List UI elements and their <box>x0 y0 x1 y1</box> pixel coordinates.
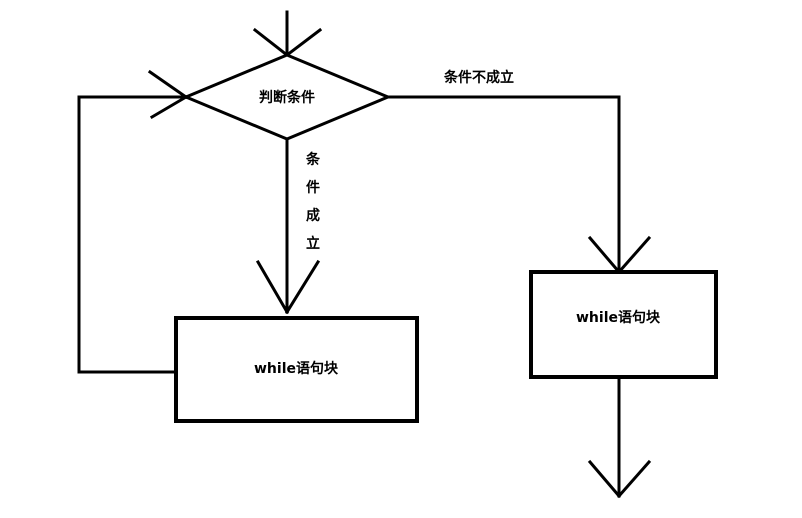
loop-body-label: while语句块 <box>254 360 339 377</box>
loop-back-arrow <box>77 69 189 374</box>
decision-label: 判断条件 <box>259 89 315 106</box>
exit-arrow <box>587 377 652 499</box>
svg-text:立: 立 <box>306 235 320 252</box>
entry-arrow <box>252 10 323 58</box>
loop-body-block <box>174 316 419 423</box>
false-branch-label: 条件不成立 <box>443 69 514 86</box>
svg-text:件: 件 <box>306 179 320 196</box>
false-branch-arrow <box>386 95 652 275</box>
true-branch-arrow <box>255 137 321 315</box>
exit-block <box>529 270 718 379</box>
exit-block-label: while语句块 <box>576 309 661 326</box>
svg-text:成: 成 <box>306 207 320 224</box>
true-branch-label: 条 件 成 立 <box>305 151 321 252</box>
svg-text:条: 条 <box>305 151 321 168</box>
